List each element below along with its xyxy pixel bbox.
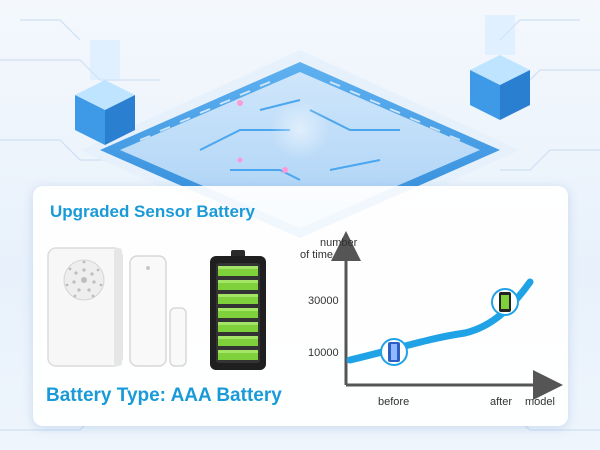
door-sensor-icon	[129, 255, 187, 367]
y-tick-10000: 10000	[308, 347, 339, 359]
battery-type-label: Battery Type: AAA Battery	[46, 385, 282, 406]
battery-charged-icon	[210, 250, 266, 370]
x-tick-before: before	[378, 396, 409, 408]
left-server-cube	[75, 40, 135, 145]
aaa-battery-icon	[491, 288, 519, 316]
y-axis-label-line2: of time	[300, 249, 333, 261]
y-axis-label-line1: number	[320, 237, 358, 249]
y-tick-30000: 30000	[308, 295, 339, 307]
x-axis-label: model	[525, 396, 555, 408]
aaa-battery-icon	[380, 338, 408, 366]
right-server-cube	[470, 15, 530, 120]
card-title: Upgraded Sensor Battery	[50, 202, 255, 221]
x-tick-after: after	[490, 396, 512, 408]
battery-life-chart: number of time 30000 10000 before after …	[300, 231, 563, 408]
hub-device-icon	[47, 247, 123, 367]
products-illustration	[47, 247, 266, 370]
